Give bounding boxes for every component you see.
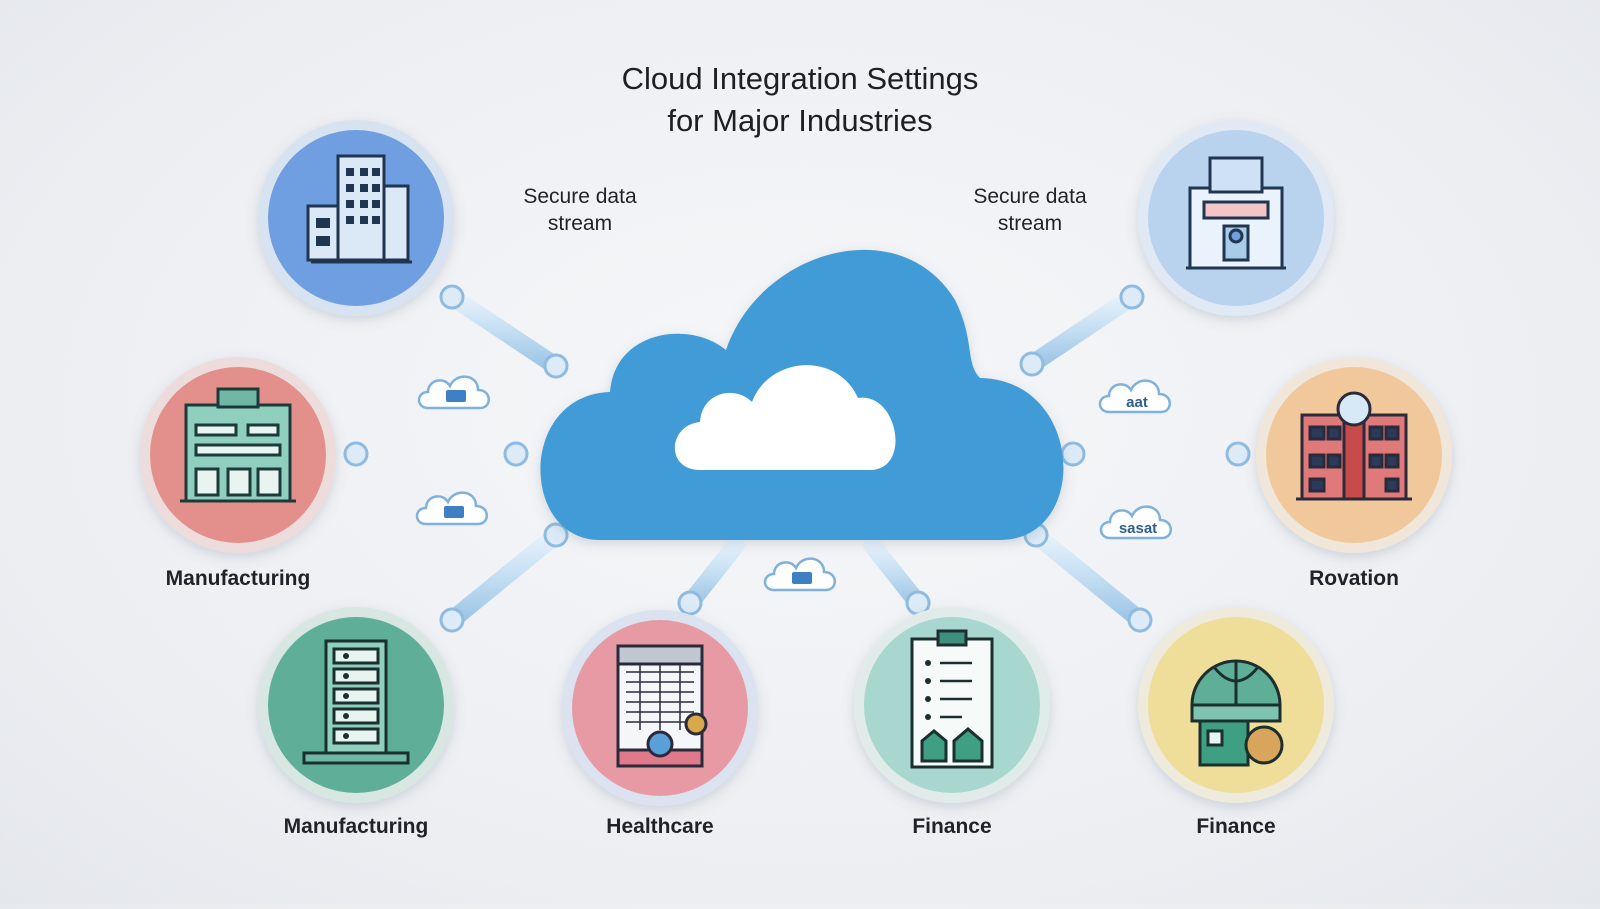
mini-cloud-label: sasat	[1119, 520, 1157, 537]
node-medical[interactable]	[562, 610, 758, 806]
node-label-factory: Manufacturing	[165, 567, 311, 590]
mini-cloud-icon	[415, 491, 488, 526]
stream-label-line-2: stream	[997, 212, 1063, 236]
mini-cloud-glyph	[444, 506, 464, 518]
node-label-retail: Rovation	[1309, 567, 1399, 590]
stream-label-line-2: stream	[547, 212, 613, 236]
node-label-globe: Finance	[1196, 815, 1276, 838]
mini-cloud-group: aat sasat	[415, 375, 1172, 592]
connector-top-right	[1023, 288, 1141, 373]
mini-cloud-icon	[763, 557, 836, 592]
node-factory[interactable]	[140, 357, 336, 553]
server-rack-icon	[302, 639, 410, 765]
pipe-cap	[1225, 441, 1251, 467]
factory-icon	[180, 387, 296, 503]
pipe-cap	[439, 607, 465, 633]
node-office[interactable]	[258, 120, 454, 316]
node-label-server: Manufacturing	[283, 815, 429, 838]
node-group	[140, 120, 1452, 806]
title-line-1: Cloud Integration Settings	[621, 61, 979, 96]
pipe-cap	[677, 590, 703, 616]
node-server[interactable]	[258, 607, 454, 803]
office-building-icon	[306, 154, 412, 264]
mini-cloud-icon: sasat	[1099, 505, 1172, 540]
pipe-cap	[343, 441, 369, 467]
pipe-cap	[503, 441, 529, 467]
mini-cloud-icon	[417, 375, 490, 410]
node-globe[interactable]	[1138, 607, 1334, 803]
pipe-cap	[1127, 607, 1153, 633]
mini-cloud-glyph	[792, 572, 812, 584]
stream-label-left: Secure data stream	[480, 183, 680, 238]
connector-bottom-left	[443, 526, 565, 629]
bank-building-icon	[1186, 156, 1286, 270]
node-label-medical: Healthcare	[606, 815, 714, 838]
pipe-cap	[1019, 351, 1045, 377]
mini-cloud-label: aat	[1126, 394, 1148, 411]
pipe-cap	[439, 284, 465, 310]
medical-records-icon	[616, 644, 708, 768]
pipe-cap	[1119, 284, 1145, 310]
stream-label-right: Secure data stream	[930, 183, 1130, 238]
central-cloud-icon	[540, 249, 1064, 540]
connector-group	[343, 284, 1251, 633]
title-line-2: for Major Industries	[667, 102, 933, 138]
checklist-icon	[910, 629, 994, 769]
node-label-checklist: Finance	[912, 815, 992, 838]
mini-cloud-glyph	[446, 390, 466, 402]
page-title: Cloud Integration Settings for Major Ind…	[0, 58, 1600, 142]
globe-shop-icon	[1190, 659, 1284, 767]
mini-cloud-icon: aat	[1098, 379, 1171, 414]
node-retail[interactable]	[1256, 357, 1452, 553]
node-checklist[interactable]	[854, 607, 1050, 803]
stream-label-line-1: Secure data	[973, 185, 1087, 208]
node-bank[interactable]	[1138, 120, 1334, 316]
retail-store-icon	[1296, 391, 1412, 501]
pipe-cap	[543, 353, 569, 379]
connector-top-left	[443, 288, 565, 375]
connector-bottom-right	[1027, 526, 1149, 629]
pipe-cap	[543, 522, 569, 548]
pipe-cap	[1060, 441, 1086, 467]
stream-label-line-1: Secure data	[523, 185, 637, 208]
